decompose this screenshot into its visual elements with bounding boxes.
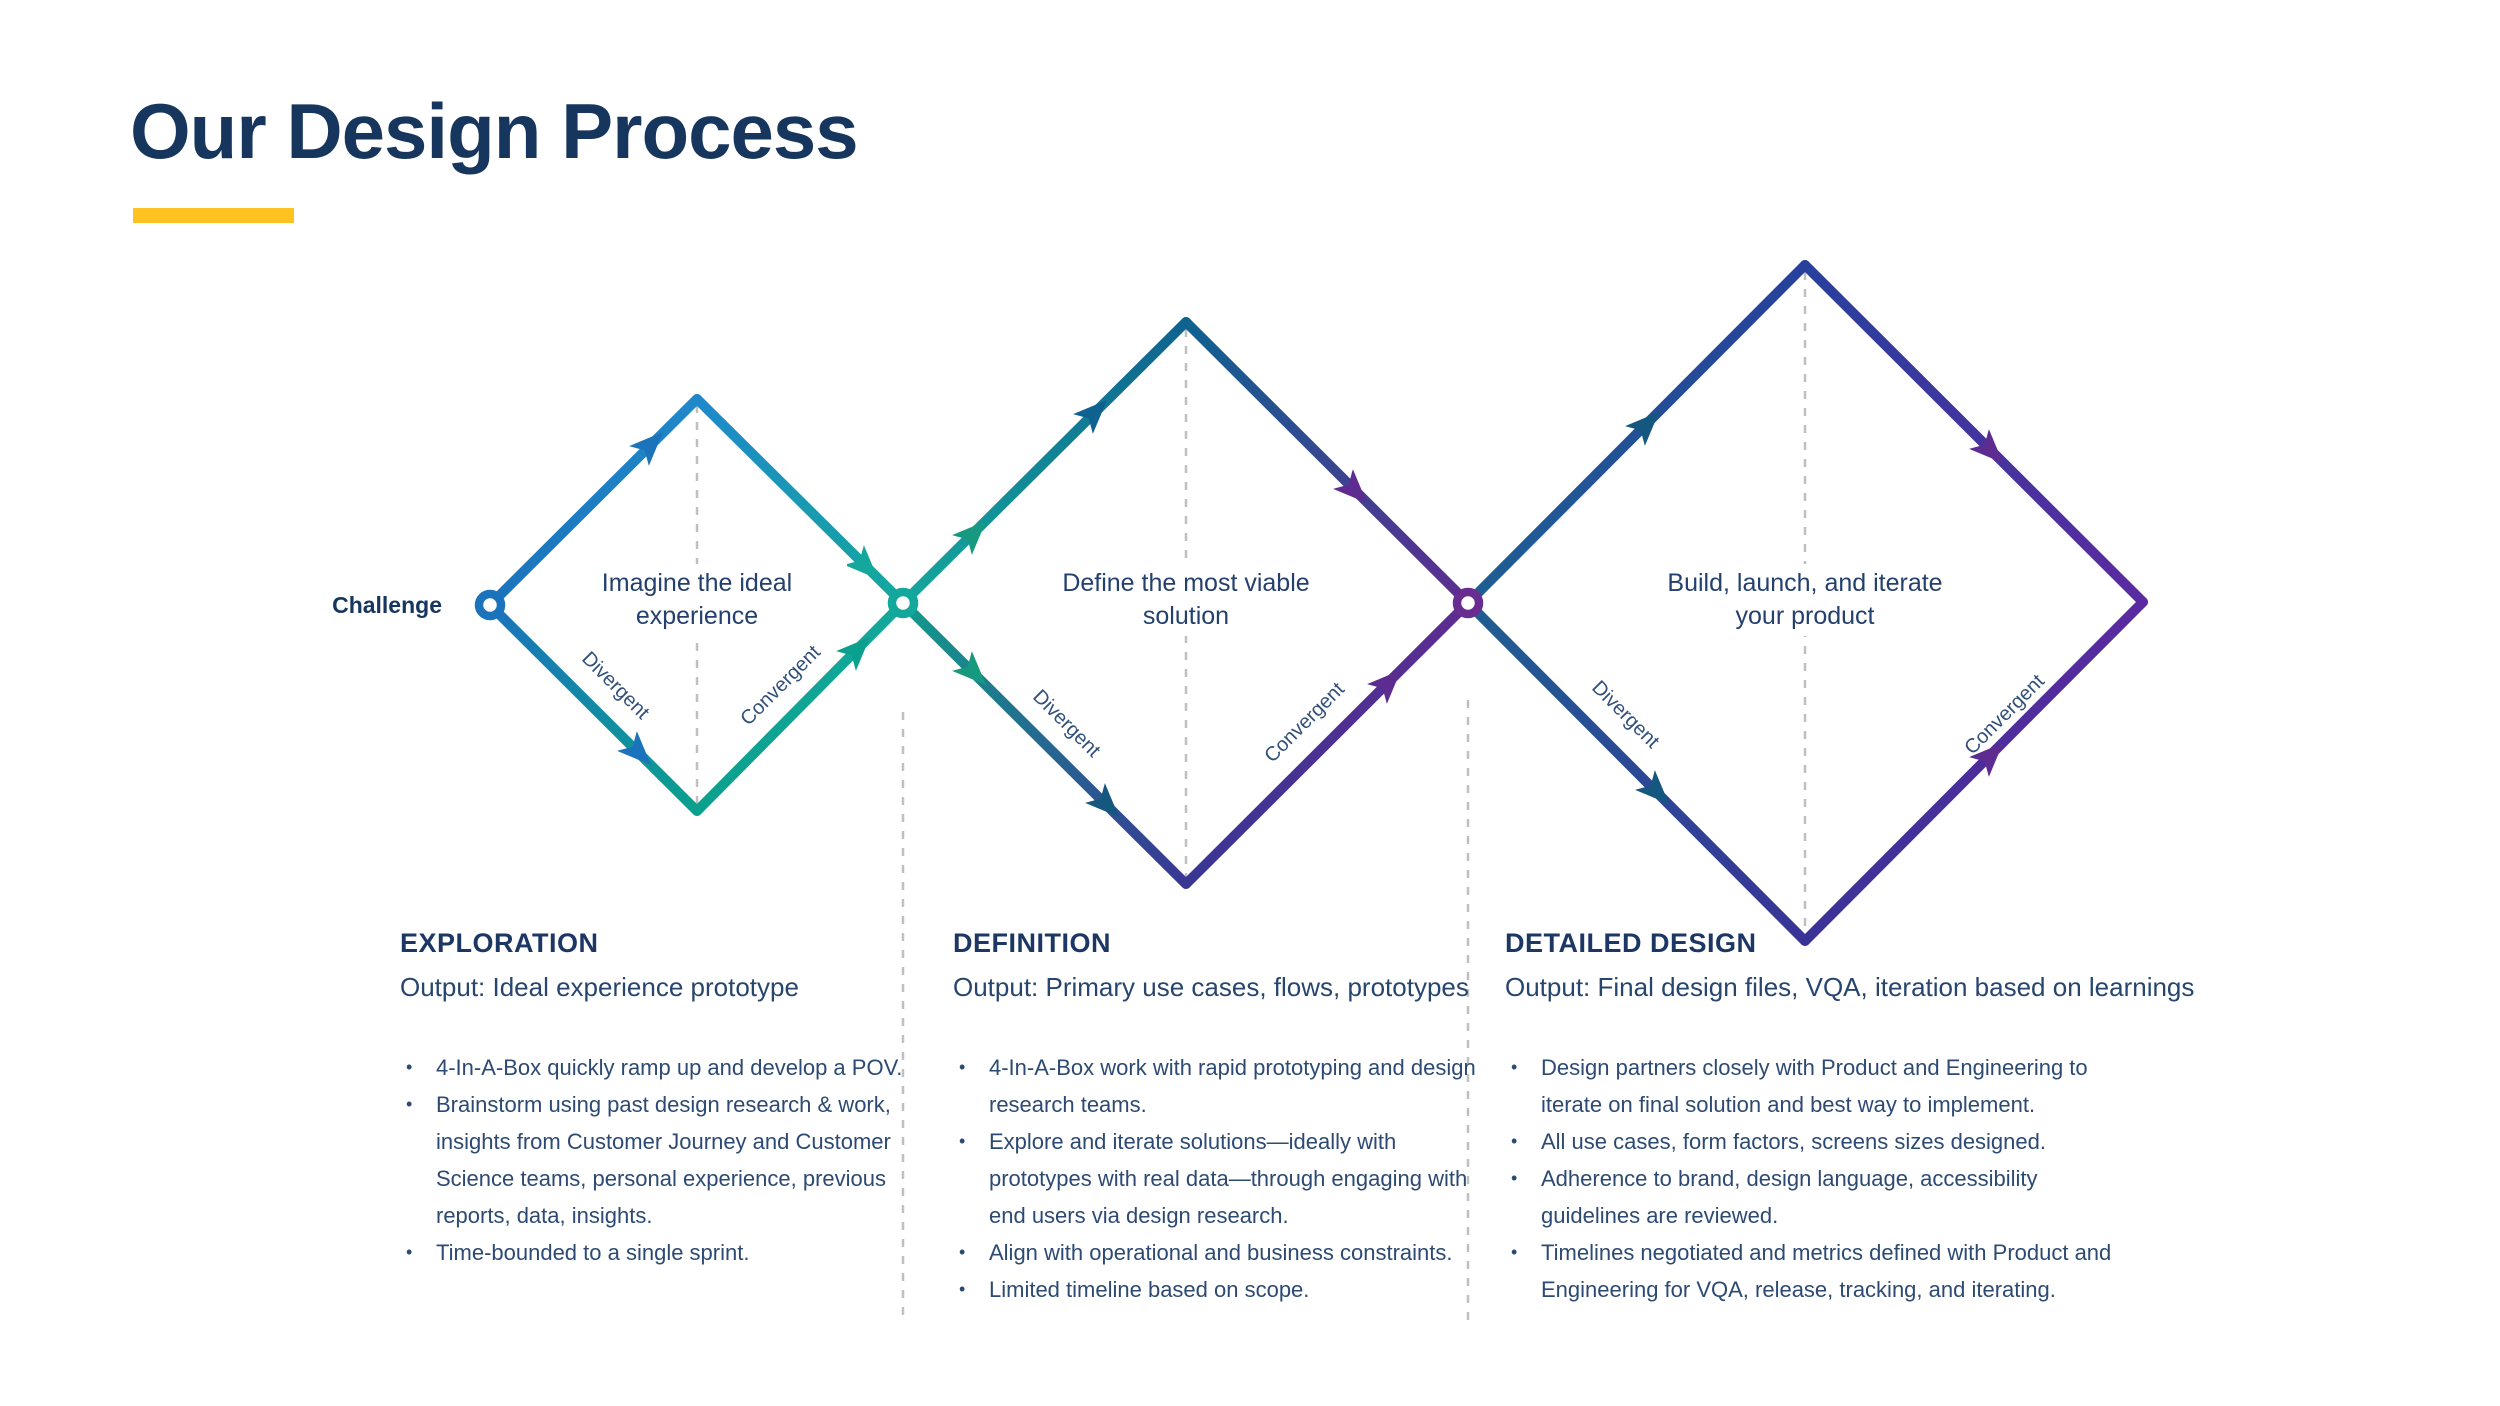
diamond-2-bottom-right-edge	[1181, 598, 1473, 889]
arrow-d2-convergent-down-icon	[1333, 469, 1368, 504]
arrow-d3-convergent-up-icon	[1969, 742, 2004, 777]
arrow-d1-convergent-up-icon	[836, 636, 871, 671]
diamond-2-label-line2: solution	[1142, 602, 1230, 630]
section-definition: DEFINITION Output: Primary use cases, fl…	[953, 928, 1501, 1308]
diamond-2-label-line1: Define the most viable	[1062, 569, 1310, 597]
diamond-1-label-line2: experience	[635, 602, 759, 630]
section-detailed-design-bullets: Design partners closely with Product and…	[1505, 1049, 2130, 1308]
arrow-d2-divergent-down-far-icon	[1085, 783, 1120, 818]
arrow-d2-divergent-up-far-icon	[1073, 399, 1108, 434]
diamond-3-label: Build, launch, and iterate your product	[1635, 564, 1975, 636]
section-exploration-bullets: 4-In-A-Box quickly ramp up and develop a…	[400, 1049, 965, 1271]
bullet-item: 4-In-A-Box quickly ramp up and develop a…	[400, 1049, 965, 1086]
bullet-item: Align with operational and business cons…	[953, 1234, 1501, 1271]
junction-node-1	[887, 587, 919, 619]
diamond-3-top-right-edge	[1800, 260, 2148, 607]
diamond-1-label-line1: Imagine the ideal	[601, 569, 793, 597]
diamond-3-bottom-left-edge	[1463, 598, 1810, 946]
bullet-item: Design partners closely with Product and…	[1505, 1049, 2130, 1123]
bullet-item: Timelines negotiated and metrics defined…	[1505, 1234, 2130, 1308]
bullet-item: Limited timeline based on scope.	[953, 1271, 1501, 1308]
challenge-node	[474, 589, 506, 621]
section-exploration-heading: EXPLORATION	[400, 928, 599, 958]
arrow-d3-divergent-down-icon	[1635, 770, 1670, 805]
bullet-item: Adherence to brand, design language, acc…	[1505, 1160, 2130, 1234]
challenge-label: Challenge	[332, 592, 442, 618]
bullet-item: All use cases, form factors, screens siz…	[1505, 1123, 2130, 1160]
arrow-d2-divergent-up-near-icon	[952, 520, 987, 555]
arrow-d1-divergent-down-icon	[617, 731, 652, 766]
bullet-item: Brainstorm using past design research & …	[400, 1086, 965, 1234]
diamond-2-top-left-edge	[898, 317, 1191, 608]
flow-arrows	[617, 399, 2004, 818]
section-detailed-design-output: Output: Final design files, VQA, iterati…	[1505, 972, 2195, 1002]
section-detailed-design-heading: DETAILED DESIGN	[1505, 928, 1757, 958]
diamond-outlines	[485, 260, 2148, 946]
bullet-item: Explore and iterate solutions—ideally wi…	[953, 1123, 1501, 1234]
arrow-d1-convergent-in-icon	[844, 545, 879, 580]
diamond-1-top-left-edge	[485, 394, 702, 610]
bullet-item: 4-In-A-Box work with rapid prototyping a…	[953, 1049, 1501, 1123]
section-detailed-design: DETAILED DESIGN Output: Final design fil…	[1505, 928, 2195, 1308]
diamond-2-top-right-edge	[1181, 317, 1473, 608]
title-accent-bar	[133, 208, 294, 223]
section-exploration: EXPLORATION Output: Ideal experience pro…	[400, 928, 965, 1271]
arrow-d3-convergent-down-icon	[1969, 429, 2004, 464]
diamond-1-bottom-left-edge	[485, 600, 702, 816]
diamond-3-bottom-right-edge	[1800, 597, 2148, 946]
diamond-1-label: Imagine the ideal experience	[547, 564, 847, 636]
arrow-d2-convergent-up-icon	[1367, 669, 1402, 704]
process-nodes	[474, 587, 1484, 621]
arrow-d2-divergent-down-near-icon	[952, 651, 987, 686]
section-definition-heading: DEFINITION	[953, 928, 1111, 958]
diamond-3-label-line2: your product	[1735, 602, 1875, 630]
arrow-d3-divergent-up-icon	[1625, 411, 1660, 446]
page-title: Our Design Process	[130, 87, 859, 175]
diamond-2-label: Define the most viable solution	[1026, 564, 1346, 636]
diamond-3-label-line1: Build, launch, and iterate	[1667, 569, 1943, 597]
section-definition-output: Output: Primary use cases, flows, protot…	[953, 972, 1469, 1002]
arrow-d1-divergent-up-icon	[629, 431, 664, 466]
section-definition-bullets: 4-In-A-Box work with rapid prototyping a…	[953, 1049, 1501, 1308]
section-exploration-output: Output: Ideal experience prototype	[400, 972, 799, 1002]
bullet-item: Time-bounded to a single sprint.	[400, 1234, 965, 1271]
junction-node-2	[1452, 587, 1484, 619]
diamond-2-bottom-left-edge	[898, 598, 1191, 889]
diamond-3-top-left-edge	[1463, 260, 1810, 608]
